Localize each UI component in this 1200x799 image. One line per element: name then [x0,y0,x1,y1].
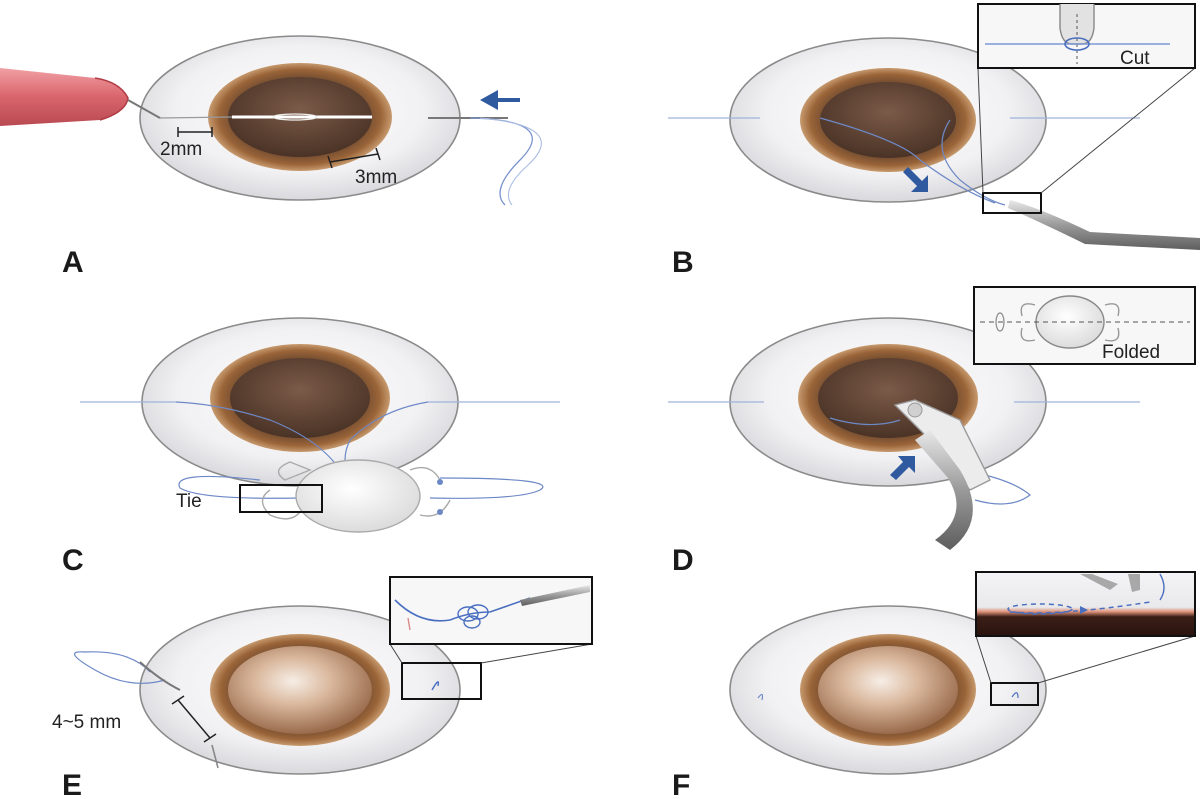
dimension-4-5mm: 4~5 mm [52,695,217,743]
suture-strand [819,117,996,204]
cut-inset: Cut [977,3,1196,69]
panel-f-letter: F [672,769,690,799]
panel-c-letter: C [62,544,84,577]
suture-strand [74,651,166,684]
panel-e: 4~5 mm E [52,576,593,799]
direction-arrow [480,90,520,110]
lens-implant [228,646,372,734]
detail-box [982,192,1042,214]
panel-b: Cut B [668,3,1200,279]
zoom-connector [389,643,593,664]
pupil [820,82,956,158]
tie-label: Tie [176,491,202,512]
direction-arrow [903,167,928,192]
panel-a: 2mm 3mm A [0,35,542,279]
pupil [230,358,370,438]
detail-box [401,662,482,700]
panel-a-letter: A [62,246,84,279]
intraocular-lens [261,459,451,533]
suture-strand [175,401,341,471]
forceps [1008,200,1200,250]
dimension-3mm-label: 3mm [355,167,397,188]
lens-implant [818,646,958,734]
dimension-3mm: 3mm [327,147,397,188]
insertion-forceps [915,430,973,550]
cut-inset-label: Cut [1120,48,1150,69]
zoom-connector [975,635,1196,684]
dimension-2mm-label: 2mm [160,139,202,160]
knot-inset [389,576,593,645]
zoom-connector [977,67,1196,194]
panel-d: Folded D [668,286,1196,577]
direction-arrow [890,456,915,480]
dimension-2mm: 2mm [160,127,213,160]
suture-strand [469,117,533,206]
panel-d-letter: D [672,544,694,577]
syringe [0,68,161,126]
folded-inset-label: Folded [1102,342,1160,363]
panel-c: Tie C [62,317,560,577]
tie-box [239,484,323,513]
dimension-4-5mm-label: 4~5 mm [52,712,121,733]
folded-inset: Folded [973,286,1196,365]
detail-box [990,682,1039,706]
panel-b-letter: B [672,246,694,279]
panel-f: F [672,571,1196,799]
buried-knot-inset [975,571,1196,637]
panel-e-letter: E [62,769,82,799]
